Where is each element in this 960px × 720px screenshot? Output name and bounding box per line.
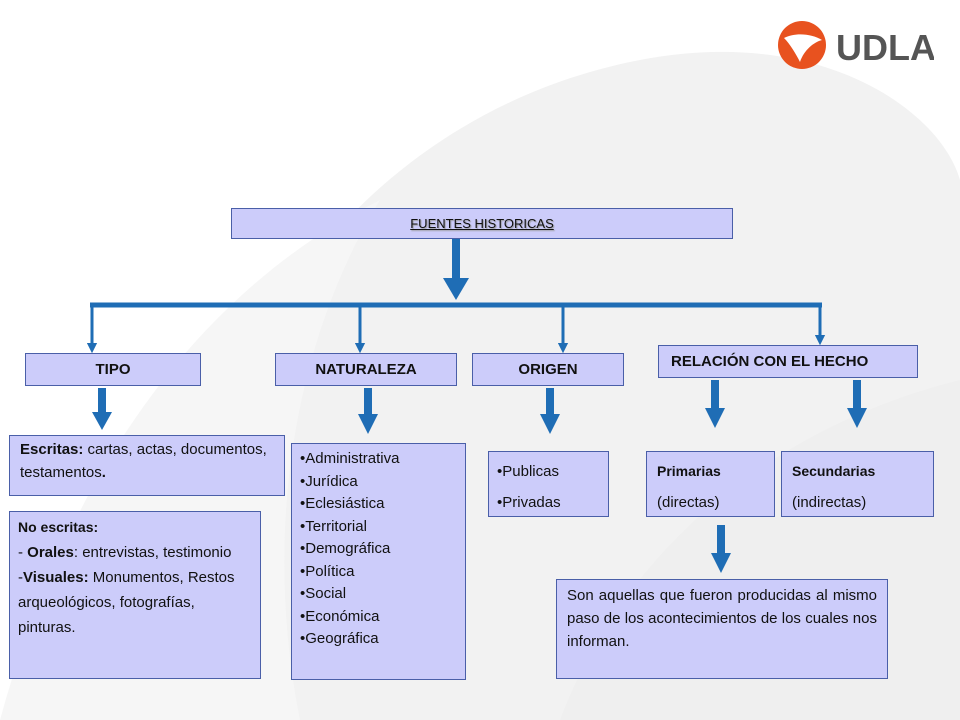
category-relacion: RELACIÓN CON EL HECHO [658, 345, 918, 378]
visuales-prefix: - [18, 569, 23, 586]
escritas-text: cartas, actas, documentos, testamentos [20, 441, 267, 481]
secundarias-box: Secundarias (indirectas) [781, 451, 934, 517]
orales-label: Orales [27, 544, 74, 561]
category-naturaleza-label: NATURALEZA [315, 361, 417, 378]
naturaleza-item: •Geográfica [300, 630, 379, 647]
primarias-definition-box: Son aquellas que fueron producidas al mi… [556, 579, 888, 679]
naturaleza-item: •Demográfica [300, 540, 391, 557]
secundarias-sub: (indirectas) [792, 494, 867, 511]
escritas-label: Escritas: [20, 441, 84, 458]
naturaleza-item: •Política [300, 562, 355, 580]
naturaleza-item: •Social [300, 585, 347, 602]
visuales-label: Visuales: [23, 569, 89, 586]
category-relacion-label: RELACIÓN CON EL HECHO [671, 353, 869, 370]
category-naturaleza: NATURALEZA [275, 353, 457, 386]
primarias-box: Primarias (directas) [646, 451, 775, 517]
naturaleza-item: •Territorial [300, 517, 367, 535]
tipo-escritas-box: Escritas: cartas, actas, documentos, tes… [9, 435, 285, 496]
naturaleza-list-box: •Administrativa •Jurídica •Eclesiástica … [291, 443, 466, 680]
orales-line: - Orales: entrevistas, testimonio [18, 540, 252, 565]
category-tipo: TIPO [25, 353, 201, 386]
secundarias-title: Secundarias [792, 463, 876, 479]
category-tipo-label: TIPO [95, 361, 131, 378]
origen-list-box: •Publicas •Privadas [488, 451, 609, 517]
escritas-end: . [101, 464, 106, 481]
root-label: FUENTES HISTORICAS [410, 216, 554, 231]
primarias-title: Primarias [657, 463, 721, 479]
udla-logo: UDLA [778, 21, 934, 69]
category-origen-label: ORIGEN [518, 361, 578, 378]
tipo-no-escritas-box: No escritas: - Orales: entrevistas, test… [9, 511, 261, 679]
naturaleza-item: •Administrativa [300, 450, 400, 467]
naturaleza-item: •Económica [300, 607, 380, 625]
visuales-line: -Visuales: Monumentos, Restos arqueológi… [18, 565, 252, 640]
orales-text: : entrevistas, testimonio [73, 544, 232, 561]
visuales-text: Monumentos, Restos arqueológicos, fotogr… [18, 569, 235, 636]
naturaleza-item: •Eclesiástica [300, 495, 385, 512]
primarias-definition: Son aquellas que fueron producidas al mi… [567, 587, 877, 650]
naturaleza-list: •Administrativa •Jurídica •Eclesiástica … [300, 448, 457, 651]
logo-text: UDLA [836, 27, 934, 68]
origen-item: •Publicas [497, 463, 559, 480]
origen-item: •Privadas [497, 494, 561, 511]
primarias-sub: (directas) [657, 494, 720, 511]
no-escritas-label: No escritas: [18, 519, 99, 535]
category-origen: ORIGEN [472, 353, 624, 386]
root-node: FUENTES HISTORICAS [231, 208, 733, 239]
naturaleza-item: •Jurídica [300, 472, 358, 490]
orales-prefix: - [18, 544, 28, 561]
